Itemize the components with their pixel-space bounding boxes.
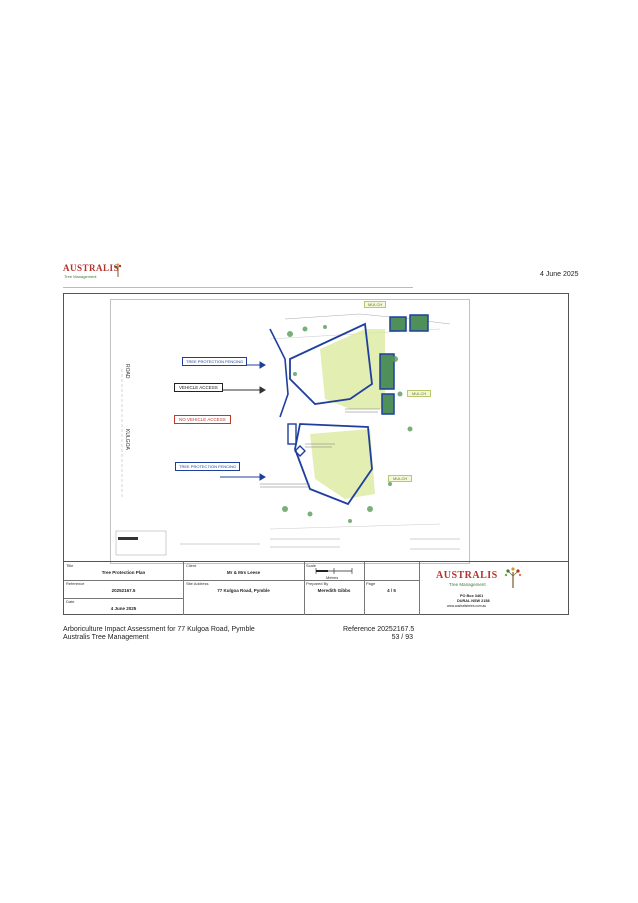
title-label: Title (66, 563, 74, 568)
date-value: 4 June 2025 (110, 606, 137, 611)
footer-right: Reference 20252167.5 53 / 93 (343, 626, 415, 642)
header-logo-sub: Tree Management (64, 274, 97, 279)
header-logo-word: AUSTRALIS (63, 263, 120, 273)
header-date: 4 June 2025 (540, 271, 579, 278)
header-logo: AUSTRALIS Tree Management (63, 263, 133, 283)
road-label-bottom: KULGOA (124, 429, 130, 450)
road-label-top: ROAD (124, 364, 130, 379)
website: www.australistrees.com.au (447, 604, 487, 608)
tree-fencing-label-top: TREE PROTECTION FENCING (182, 357, 248, 366)
title-block-tree-icon (504, 567, 522, 588)
footer-left: Arboriculture Impact Assessment for 77 K… (63, 626, 255, 642)
plan-frame: ROAD KULGOA TREE PROTECTION FENCING VEHI… (63, 293, 569, 615)
scale-label: Scale (306, 563, 317, 568)
client-value: Mr & Mrs Leese (226, 570, 261, 575)
scale-bar-icon (315, 568, 353, 574)
page-label: Page (366, 581, 376, 586)
mulch-label-bottom: MULCH (388, 475, 413, 482)
vehicle-access-label: VEHICLE ACCESS (174, 383, 223, 392)
no-vehicle-access-label: NO VEHICLE ACCESS (174, 415, 231, 424)
scale-unit: Metres (326, 575, 339, 580)
footer-doc-title: Arboriculture Impact Assessment for 77 K… (63, 626, 255, 633)
prepared-by-label: Prepared By (306, 581, 329, 586)
address-line-2: DURAL NSW 2158 (457, 599, 490, 603)
prepared-by-value: Meredith Gibbs (317, 588, 351, 593)
client-label: Client (186, 563, 197, 568)
reference-label: Reference (66, 581, 85, 586)
tree-fencing-label-bottom: TREE PROTECTION FENCING (175, 462, 241, 471)
title-block-logo-sub: Tree Management (449, 582, 486, 587)
site-address-label: Site Address (186, 581, 209, 586)
title-block-logo-word: AUSTRALIS (436, 570, 498, 581)
reference-value: 20252167.5 (111, 588, 136, 593)
mulch-label-top: MULCH (364, 301, 387, 308)
title-value: Tree Protection Plan (101, 570, 146, 575)
footer-company: Australis Tree Management (63, 634, 149, 641)
date-label: Date (66, 599, 75, 604)
tree-logo-icon (114, 263, 122, 277)
mulch-label-right: MULCH (407, 390, 432, 397)
footer-reference: Reference 20252167.5 (343, 626, 415, 633)
address-line-1: PO Box 3461 (460, 594, 484, 598)
site-address-value: 77 Kulgoa Road, Pymble (217, 588, 270, 593)
site-plan-drawing (110, 299, 470, 564)
page-value: 4 / 5 (387, 588, 396, 593)
header-rule (63, 287, 413, 288)
title-block: Title Tree Protection Plan Client Mr & M… (64, 561, 568, 615)
footer-page-number: 53 / 93 (391, 634, 413, 641)
